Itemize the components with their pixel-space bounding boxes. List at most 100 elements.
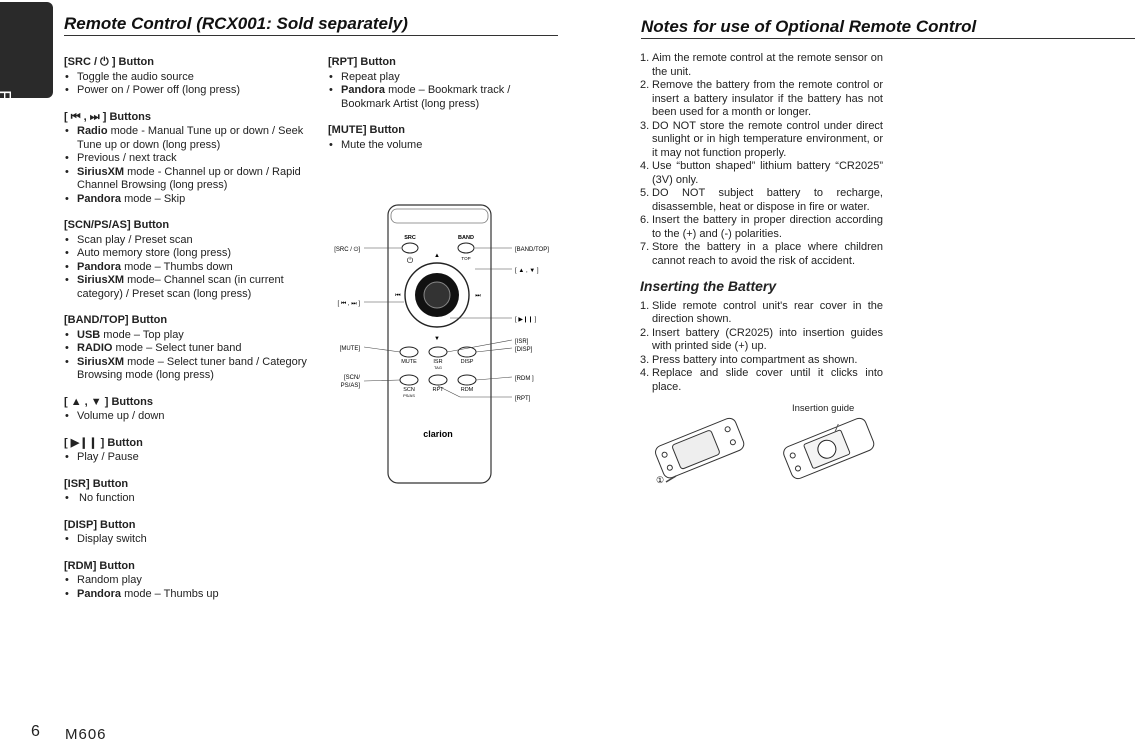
battery-cover-illustration: ①: [655, 417, 745, 485]
list-item: SiriusXM mode – Select tuner band / Cate…: [64, 356, 326, 383]
list-item: Scan play / Preset scan: [64, 234, 326, 248]
list-item: Display switch: [64, 533, 326, 547]
disp-button-label: DISP: [461, 359, 474, 365]
mute-heading: [MUTE] Button: [328, 124, 405, 136]
volume-heading: [ ▲ , ▼ ] Buttons: [64, 395, 153, 408]
disp-button-desc: [DISP] Button Display switch: [64, 519, 326, 547]
callout-isr: [ISR]: [515, 339, 529, 345]
rdm-button: [457, 374, 477, 386]
list-item: Radio mode - Manual Tune up or down / Se…: [64, 125, 326, 152]
remote-top-band: [390, 208, 489, 224]
note-item: 4.Use “button shaped” lithium battery “C…: [640, 160, 883, 186]
scn-button: [399, 374, 419, 386]
callout-scn-line1: [SCN/: [344, 375, 360, 381]
rear-cover: [672, 430, 720, 470]
volume-buttons-desc: [ ▲ , ▼ ] Buttons Volume up / down: [64, 396, 326, 424]
buttons-column-1: [SRC / ⏻ ] Button Toggle the audio sourc…: [64, 56, 326, 614]
nav-prev-icon: ⏮: [395, 293, 401, 299]
note-item: 6.Insert the battery in proper direction…: [640, 214, 883, 240]
src-button-desc: [SRC / ⏻ ] Button Toggle the audio sourc…: [64, 56, 326, 98]
battery-insert-illustration: [783, 417, 875, 480]
model-number: M606: [65, 726, 107, 743]
screw-hole: [661, 451, 668, 458]
list-item: Toggle the audio source: [64, 71, 326, 85]
isr-button-desc: [ISR] Button No function: [64, 478, 326, 506]
callout-band: [BAND/TOP]: [515, 247, 549, 253]
battery-subheading: Inserting the Battery: [640, 278, 777, 294]
band-button-label: BAND: [458, 235, 474, 241]
screw-hole: [794, 465, 801, 472]
battery-step: 3.Press battery into compartment as show…: [640, 353, 858, 366]
screw-hole: [666, 464, 673, 471]
list-item: Previous / next track: [64, 152, 326, 166]
list-item: RADIO mode – Select tuner band: [64, 342, 326, 356]
src-button: [401, 242, 419, 254]
list-item: Pandora mode – Thumbs down: [64, 261, 326, 275]
mute-button: [399, 346, 419, 358]
buttons-column-2: [RPT] Button Repeat play Pandora mode – …: [328, 56, 558, 165]
list-item: Random play: [64, 574, 326, 588]
note-item: 1.Aim the remote control at the remote s…: [640, 52, 883, 78]
coin-battery-icon: [817, 439, 837, 459]
list-item: Mute the volume: [328, 139, 558, 153]
list-item: USB mode – Top play: [64, 329, 326, 343]
notes-column: 1.Aim the remote control at the remote s…: [640, 52, 883, 394]
callout-scn-line2: PS/AS]: [341, 383, 361, 389]
list-item: Volume up / down: [64, 410, 326, 424]
screw-hole: [789, 452, 796, 459]
note-item: 3.DO NOT store the remote control under …: [640, 119, 883, 159]
band-button-sublabel: TOP: [461, 256, 470, 261]
isr-button-label: ISR: [433, 359, 442, 365]
rpt-button-label: RPT: [433, 387, 445, 393]
list-item: SiriusXM mode– Channel scan (in current …: [64, 274, 326, 301]
language-label: English: [0, 90, 14, 150]
list-item: Pandora mode – Thumbs up: [64, 588, 326, 602]
band-button-desc: [BAND/TOP] Button USB mode – Top play RA…: [64, 314, 326, 383]
note-item: 2.Remove the battery from the remote con…: [640, 79, 883, 118]
step-marker: ①: [656, 475, 664, 485]
scn-button-label: SCN: [403, 387, 415, 393]
nav-down-icon: ▼: [434, 336, 440, 342]
callout-rdm: [RDM ]: [515, 376, 534, 382]
play-button-desc: [ ▶❙❙ ] Button Play / Pause: [64, 437, 326, 465]
scn-button-sublabel: PS/AS: [403, 393, 415, 398]
callout-skip: [ ⏮ , ⏭ ]: [338, 301, 361, 307]
play-heading: [ ▶❙❙ ] Button: [64, 436, 143, 449]
insertion-guide-line: [834, 423, 839, 433]
mute-button-label: MUTE: [401, 359, 417, 365]
skip-heading: [ ⏮ , ⏭ ] Buttons: [64, 110, 152, 123]
callout-mute: [MUTE]: [340, 346, 361, 352]
rpt-button: [428, 374, 448, 386]
note-item: 5.DO NOT subject battery to recharge, di…: [640, 187, 883, 213]
list-item: Play / Pause: [64, 451, 326, 465]
list-item: No function: [64, 492, 326, 506]
rpt-heading: [RPT] Button: [328, 56, 396, 68]
battery-step: 4.Replace and slide cover until it click…: [640, 367, 883, 393]
battery-step: 2.Insert battery (CR2025) into insertion…: [640, 326, 883, 353]
play-pause-button: [423, 281, 451, 309]
disp-heading: [DISP] Button: [64, 518, 136, 531]
skip-buttons-desc: [ ⏮ , ⏭ ] Buttons Radio mode - Manual Tu…: [64, 111, 326, 207]
rdm-heading: [RDM] Button: [64, 559, 135, 572]
insertion-guide-caption: Insertion guide: [792, 403, 855, 414]
nav-up-icon: ▲: [434, 253, 440, 259]
list-item: Pandora mode – Skip: [64, 193, 326, 207]
remote-control-diagram: SRC ⏻ BAND TOP ▲ ▼ ⏮ ⏭ MUTE ISR TAG DISP…: [334, 204, 549, 484]
screw-hole: [724, 426, 731, 433]
mute-button-desc: [MUTE] Button Mute the volume: [328, 124, 558, 152]
right-section-title: Notes for use of Optional Remote Control: [641, 17, 1135, 39]
band-heading: [BAND/TOP] Button: [64, 314, 168, 326]
rpt-button-desc: [RPT] Button Repeat play Pandora mode – …: [328, 56, 558, 111]
callout-play: [ ▶❙❙ ]: [515, 316, 537, 323]
slide-arrow-icon: [665, 475, 677, 483]
nav-next-icon: ⏭: [475, 293, 481, 299]
isr-button-sublabel: TAG: [434, 365, 442, 370]
screw-hole: [729, 439, 736, 446]
isr-button: [428, 346, 448, 358]
callout-volume: [ ▲ , ▼ ]: [515, 268, 539, 274]
callout-src: [SRC / ⏻]: [334, 246, 360, 253]
power-icon: ⏻: [407, 256, 414, 265]
scn-heading: [SCN/PS/AS] Button: [64, 219, 170, 231]
list-item: Pandora mode – Bookmark track / Bookmark…: [328, 84, 558, 111]
list-item: SiriusXM mode - Channel up or down / Rap…: [64, 166, 326, 193]
